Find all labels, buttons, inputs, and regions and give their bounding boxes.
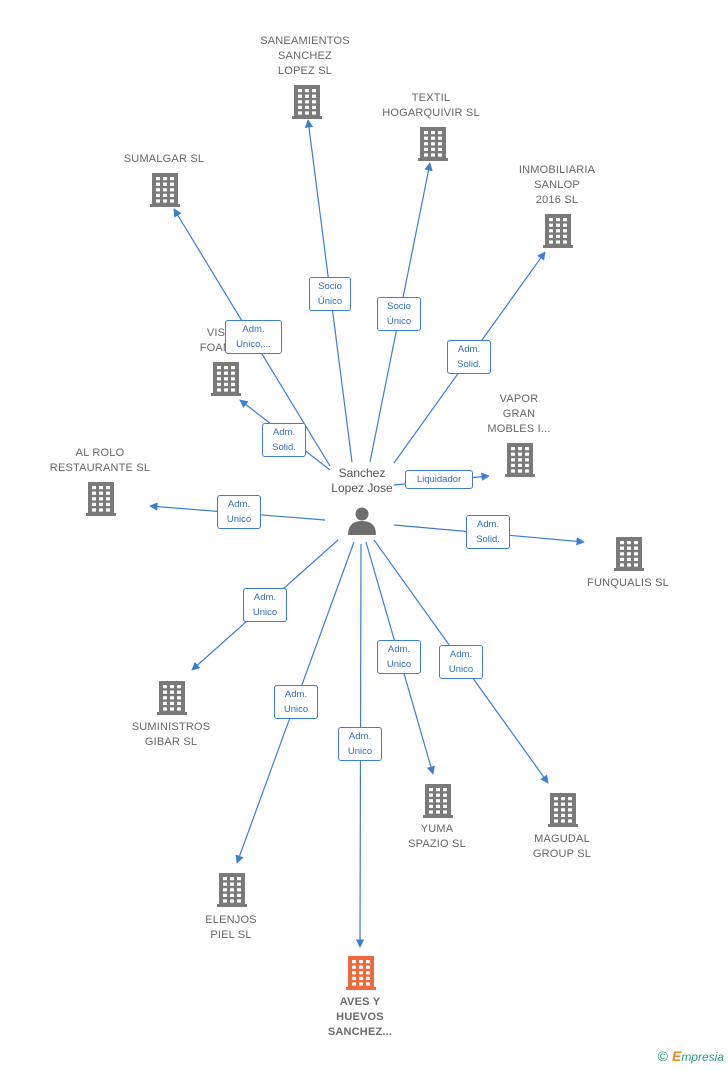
building-icon [211, 362, 241, 396]
building-icon [505, 443, 535, 477]
building-icon [543, 214, 573, 248]
edge-label-suministros: Adm. Unico [243, 588, 287, 622]
edge-label-inmobiliaria: Adm. Solid. [447, 340, 491, 374]
company-label-elenjos[interactable]: ELENJOS PIEL SL [205, 914, 257, 941]
company-label-textil[interactable]: TEXTIL HOGARQUIVIR SL [382, 92, 480, 119]
company-label-aves[interactable]: AVES Y HUEVOS SANCHEZ... [327, 996, 393, 1038]
company-label-vis[interactable]: VIS FOAM [199, 327, 233, 354]
person-icon[interactable] [348, 507, 376, 536]
edge-label-aves: Adm. Unico [338, 727, 382, 761]
building-icon [548, 793, 578, 827]
company-label-sumalgar[interactable]: SUMALGAR SL [123, 153, 205, 165]
building-icon [346, 956, 376, 990]
company-label-alrolo[interactable]: AL ROLO RESTAURANTE SL [49, 447, 151, 474]
copyright-icon: © [657, 1048, 668, 1064]
edge-label-magudal: Adm. Unico [439, 645, 483, 679]
company-label-inmobiliaria[interactable]: INMOBILIARIA SANLOP 2016 SL [518, 164, 596, 206]
building-icon [217, 873, 247, 907]
building-icon [614, 537, 644, 571]
edge-label-funqualis: Adm. Solid. [466, 515, 510, 549]
brand-footer: ©Empresia [658, 1048, 724, 1064]
company-label-vapor[interactable]: VAPOR GRAN MOBLES I... [487, 393, 551, 435]
building-icon [418, 127, 448, 161]
edge-label-yuma: Adm. Unico [377, 640, 421, 674]
edge-label-sumalgar: Adm. Unico,... [225, 320, 282, 354]
company-label-saneamientos[interactable]: SANEAMIENTOS SANCHEZ LOPEZ SL [260, 35, 350, 77]
building-icon [150, 173, 180, 207]
company-label-funqualis[interactable]: FUNQUALIS SL [587, 577, 669, 589]
edge-label-saneamientos: Socio Único [309, 277, 351, 311]
company-label-suministros[interactable]: SUMINISTROS GIBAR SL [131, 721, 211, 748]
edge-label-elenjos: Adm. Unico [274, 685, 318, 719]
brand-logo-initial: E [671, 1048, 682, 1064]
brand-logo-text: mpresia [681, 1050, 724, 1064]
edge-label-alrolo: Adm. Unico [217, 495, 261, 529]
building-icon [157, 681, 187, 715]
edge-label-vapor: Liquidador [405, 470, 473, 489]
edge-label-vis: Adm. Solid. [262, 423, 306, 457]
building-icon [423, 784, 453, 818]
company-label-yuma[interactable]: YUMA SPAZIO SL [408, 823, 466, 850]
edge-label-textil: Socio Único [377, 297, 421, 331]
building-icon [86, 482, 116, 516]
building-icon [292, 85, 322, 119]
person-label[interactable]: Sanchez Lopez Jose [331, 466, 393, 495]
company-label-magudal[interactable]: MAGUDAL GROUP SL [532, 833, 592, 860]
